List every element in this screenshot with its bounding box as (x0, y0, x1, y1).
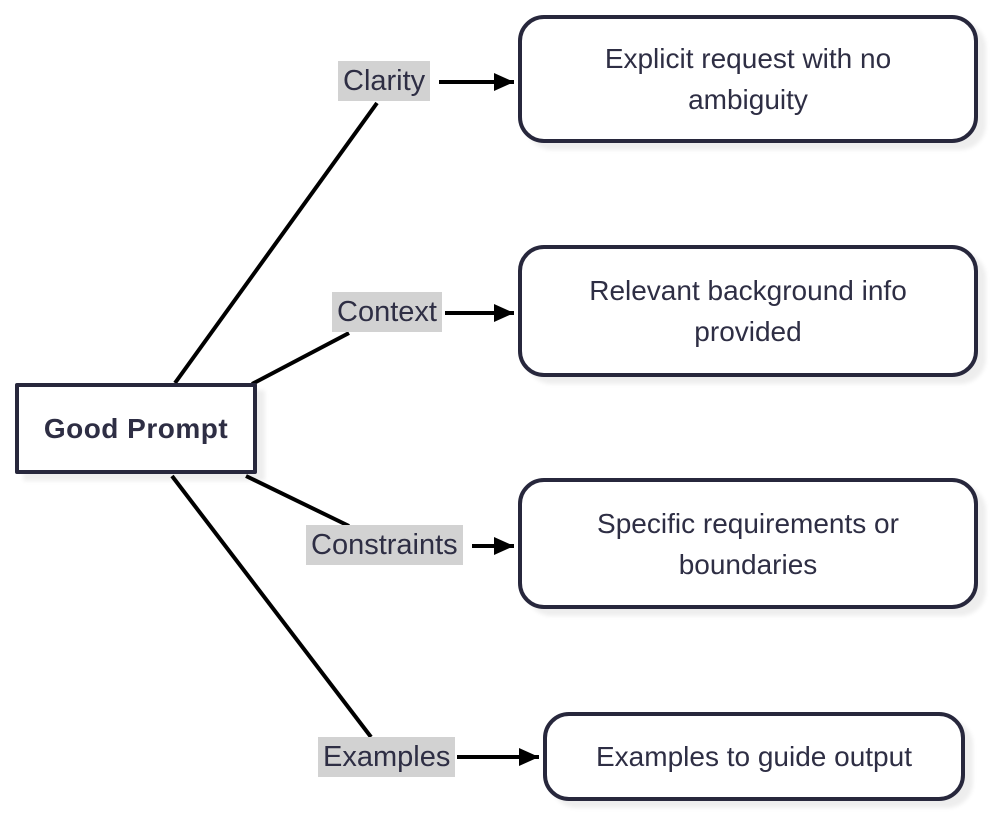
node-good-prompt: Good Prompt (15, 383, 257, 474)
edge-root-to-constraints (245, 474, 350, 528)
node-examples-description: Examples to guide output (543, 712, 965, 801)
edge-label-constraints: Constraints (306, 525, 463, 565)
node-good-prompt-label: Good Prompt (43, 413, 229, 444)
node-context-description-label: Relevant background info provided (589, 275, 907, 347)
edge-root-to-context (251, 331, 350, 386)
node-constraints-description-label: Specific requirements or boundaries (597, 507, 899, 580)
node-constraints-description: Specific requirements or boundaries (518, 478, 978, 609)
node-clarity-description-label: Explicit request with no ambiguity (604, 43, 892, 115)
node-examples-description-label: Examples to guide output (596, 741, 912, 772)
edge-root-to-clarity (173, 101, 379, 385)
edge-label-context: Context (332, 292, 442, 332)
node-context-description: Relevant background info provided (518, 245, 978, 377)
node-clarity-description: Explicit request with no ambiguity (518, 15, 978, 143)
edge-root-to-examples (170, 474, 373, 739)
edge-label-examples: Examples (318, 737, 456, 777)
edge-label-clarity: Clarity (338, 61, 431, 101)
